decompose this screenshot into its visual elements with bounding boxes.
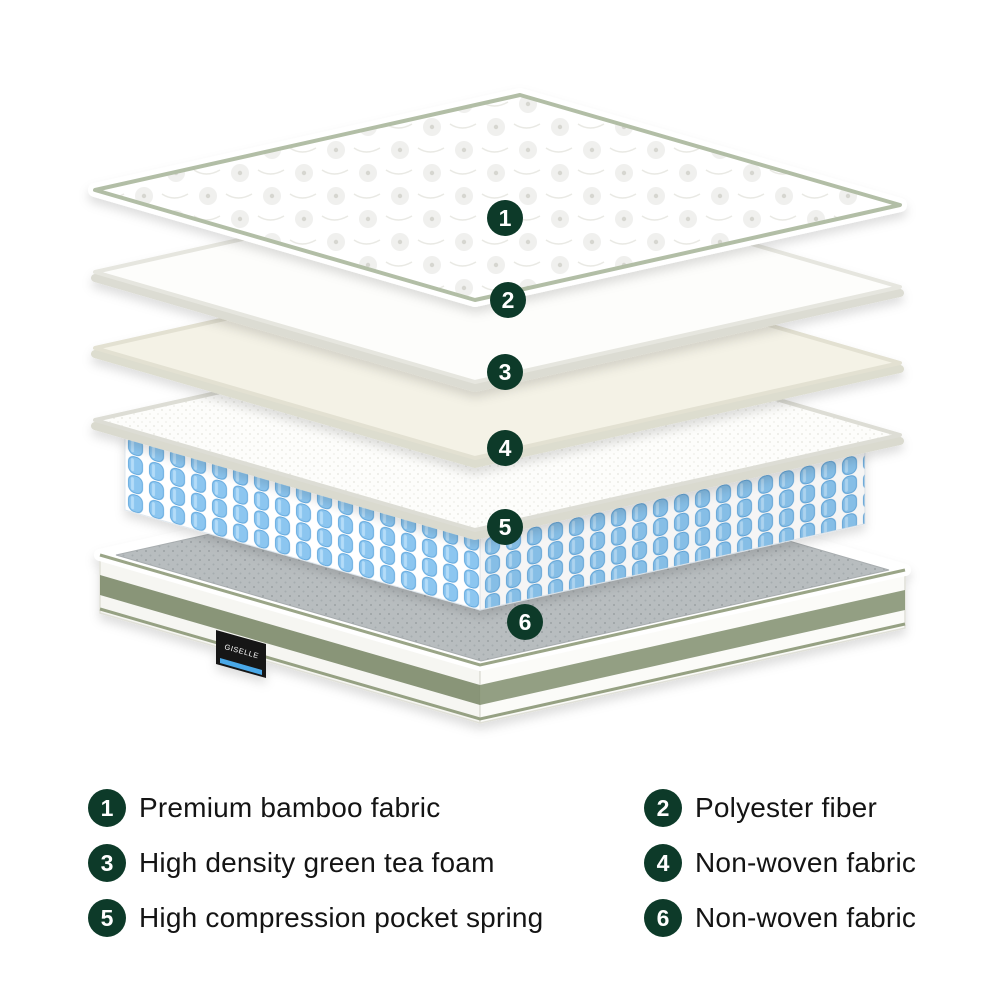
legend-item-layer-6: 6 Non-woven fabric xyxy=(644,899,916,937)
legend-item-layer-1: 1 Premium bamboo fabric xyxy=(88,789,608,827)
legend-badge-3: 3 xyxy=(88,844,126,882)
svg-text:3: 3 xyxy=(499,359,512,385)
legend-badge-4: 4 xyxy=(644,844,682,882)
base-side-stripe-left xyxy=(100,575,480,705)
layer-badge-4: 4 xyxy=(487,430,523,466)
svg-text:6: 6 xyxy=(519,609,532,635)
base-top-piping xyxy=(99,553,906,667)
svg-text:1: 1 xyxy=(499,205,512,231)
legend-badge-1: 1 xyxy=(88,789,126,827)
legend-label-1: Premium bamboo fabric xyxy=(139,792,441,823)
sheet-1-sage-border xyxy=(93,93,902,302)
layer-badges: 1 2 3 4 5 6 xyxy=(487,200,543,640)
layer-badge-2: 2 xyxy=(490,282,526,318)
legend-badge-6: 6 xyxy=(644,899,682,937)
legend-label-6: Non-woven fabric xyxy=(695,902,917,933)
brand-tag-blue-stripe xyxy=(220,658,262,675)
svg-text:5: 5 xyxy=(499,514,512,540)
layer-badge-6: 6 xyxy=(507,604,543,640)
legend: 1 Premium bamboo fabric 3 High density g… xyxy=(0,789,1000,937)
mattress-exploded-diagram: GISELLE xyxy=(88,88,911,724)
spring-front-right-shade xyxy=(480,449,865,610)
layer-badge-3: 3 xyxy=(487,354,523,390)
legend-label-2: Polyester fiber xyxy=(695,792,877,823)
layer-badge-1: 1 xyxy=(487,200,523,236)
legend-badge-2: 2 xyxy=(644,789,682,827)
legend-label-5: High compression pocket spring xyxy=(139,902,544,933)
svg-text:2: 2 xyxy=(502,287,515,313)
legend-label-4: Non-woven fabric xyxy=(695,847,917,878)
legend-item-layer-5: 5 High compression pocket spring xyxy=(88,899,608,937)
svg-text:4: 4 xyxy=(499,435,512,461)
legend-label-3: High density green tea foam xyxy=(139,847,495,878)
sheet-layer-1-bamboo-quilt xyxy=(88,88,907,307)
layer-badge-5: 5 xyxy=(487,509,523,545)
legend-column-right: 2 Polyester fiber 4 Non-woven fabric 6 N… xyxy=(644,789,916,937)
legend-item-layer-2: 2 Polyester fiber xyxy=(644,789,916,827)
brand-tag-body xyxy=(216,630,266,678)
legend-item-layer-3: 3 High density green tea foam xyxy=(88,844,608,882)
legend-badge-5: 5 xyxy=(88,899,126,937)
brand-tag: GISELLE xyxy=(216,630,266,678)
legend-item-layer-4: 4 Non-woven fabric xyxy=(644,844,916,882)
base-side-stripe-right xyxy=(480,590,905,705)
legend-column-left: 1 Premium bamboo fabric 3 High density g… xyxy=(88,789,608,937)
